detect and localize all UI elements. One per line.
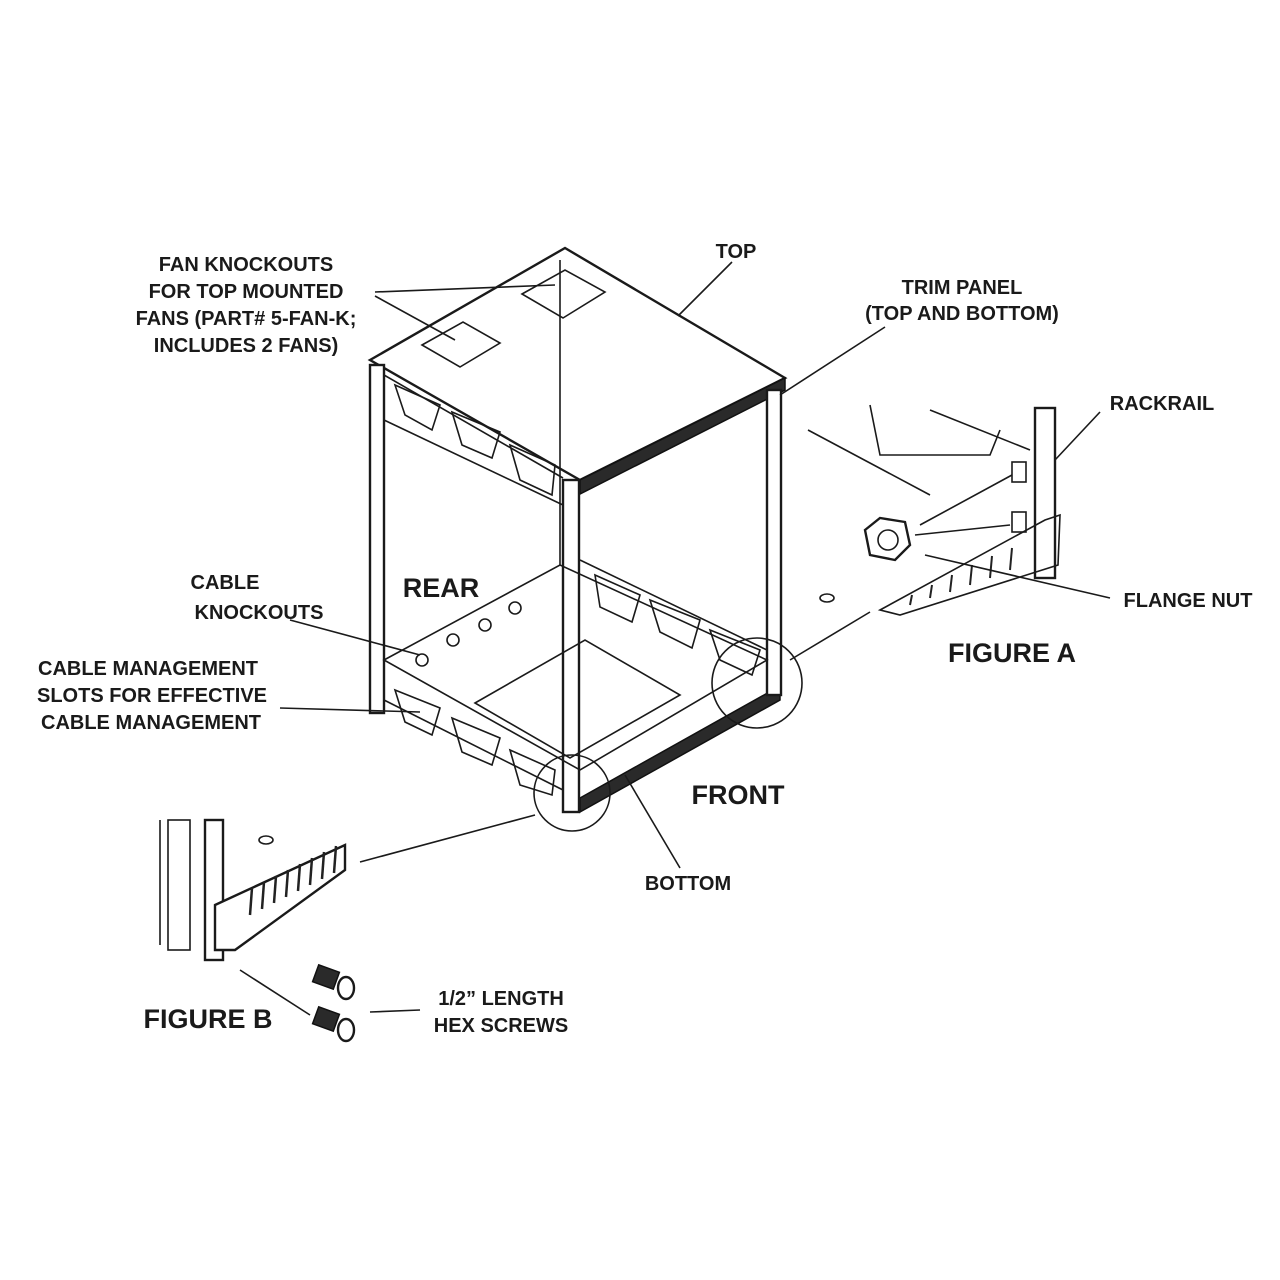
cable-management-label-2: SLOTS FOR EFFECTIVE bbox=[37, 685, 267, 707]
fan-knockouts-label: FAN KNOCKOUTS FOR TOP MOUNTED FANS (PART… bbox=[136, 254, 357, 357]
front-left-post bbox=[561, 478, 581, 814]
rackrail-label: RACKRAIL bbox=[1110, 393, 1214, 415]
rear-label: REAR bbox=[403, 573, 480, 603]
hex-screws-label-2: HEX SCREWS bbox=[434, 1015, 568, 1037]
leader-lines bbox=[239, 261, 1111, 1016]
bottom-label: BOTTOM bbox=[645, 873, 731, 895]
bottom-opening bbox=[473, 639, 682, 759]
cable-knockouts-label-2: KNOCKOUTS bbox=[195, 602, 324, 624]
rack-frame bbox=[367, 246, 803, 832]
trim-panel-label-2: (TOP AND BOTTOM) bbox=[865, 303, 1059, 325]
figure-a-detail-circle bbox=[711, 637, 803, 729]
rear-left-post bbox=[368, 363, 386, 715]
fan-knockouts-line-4: INCLUDES 2 FANS) bbox=[154, 335, 338, 357]
trim-panel-label-1: TRIM PANEL bbox=[902, 277, 1023, 299]
figure-b-illustration bbox=[159, 818, 356, 1043]
fan-knockouts-line-2: FOR TOP MOUNTED bbox=[149, 281, 344, 303]
fan-knockout-1 bbox=[420, 321, 502, 368]
hex-screw-1 bbox=[311, 963, 356, 1001]
fan-knockout-2 bbox=[520, 269, 607, 319]
figure-b-detail-circle bbox=[533, 754, 611, 832]
cable-knockouts-label-1: CABLE bbox=[191, 572, 260, 594]
front-label: FRONT bbox=[692, 780, 785, 810]
figure-b-label: FIGURE B bbox=[143, 1004, 272, 1034]
cable-knockout-holes bbox=[415, 601, 522, 667]
cable-management-label-1: CABLE MANAGEMENT bbox=[38, 658, 258, 680]
figure-a-illustration bbox=[819, 404, 1061, 616]
fan-knockouts-line-1: FAN KNOCKOUTS bbox=[159, 254, 333, 276]
figure-a-label: FIGURE A bbox=[948, 638, 1076, 668]
top-panel bbox=[367, 246, 788, 482]
flange-nut-label: FLANGE NUT bbox=[1124, 590, 1253, 612]
cable-management-label-3: CABLE MANAGEMENT bbox=[41, 712, 261, 734]
fan-knockouts-line-3: FANS (PART# 5-FAN-K; bbox=[136, 308, 357, 330]
hex-screws-label-1: 1/2” LENGTH bbox=[438, 988, 564, 1010]
front-right-post bbox=[765, 388, 783, 697]
top-label: TOP bbox=[716, 241, 757, 263]
flange-nut-illustration bbox=[863, 516, 912, 562]
hex-screw-2 bbox=[311, 1005, 356, 1043]
